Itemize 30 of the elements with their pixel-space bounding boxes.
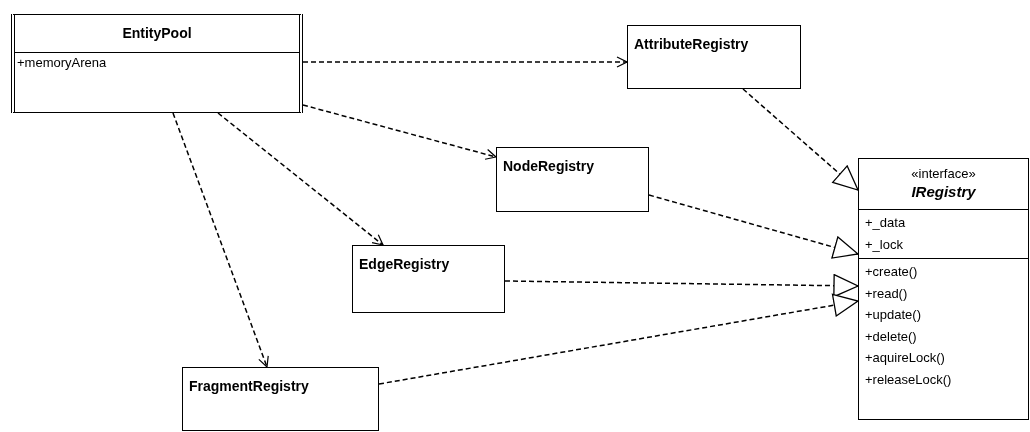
interface-name: IRegistry <box>910 183 977 201</box>
class-box <box>11 14 303 113</box>
dependency-arrow <box>302 104 497 160</box>
class-name: EdgeRegistry <box>359 255 451 274</box>
class-name: FragmentRegistry <box>189 377 310 396</box>
class-box <box>182 367 379 431</box>
dependency-arrow <box>172 112 269 368</box>
method-text: +releaseLock() <box>865 370 953 389</box>
class-box <box>352 245 505 313</box>
realization-arrow <box>742 88 859 191</box>
attribute-text: +_lock <box>865 236 904 254</box>
class-name: AttributeRegistry <box>634 35 750 54</box>
method-text: +delete() <box>865 327 918 346</box>
stereotype-text: «interface» <box>910 165 977 183</box>
attribute-text: +memoryArena <box>16 54 108 72</box>
method-text: +update() <box>865 306 922 324</box>
realization-arrow <box>378 293 859 385</box>
method-text: +create() <box>865 263 919 281</box>
method-text: +read() <box>865 284 909 303</box>
class-box <box>496 147 649 212</box>
attribute-text: +_data <box>865 214 907 232</box>
dependency-arrow <box>217 112 384 246</box>
realization-arrow <box>504 274 859 298</box>
dependency-arrow <box>302 56 628 68</box>
class-box <box>627 25 801 89</box>
class-name: NodeRegistry <box>503 157 596 176</box>
realization-arrow <box>648 194 859 259</box>
class-name: EntityPool <box>15 15 299 53</box>
method-text: +aquireLock() <box>865 349 946 367</box>
interface-box <box>858 158 1029 420</box>
